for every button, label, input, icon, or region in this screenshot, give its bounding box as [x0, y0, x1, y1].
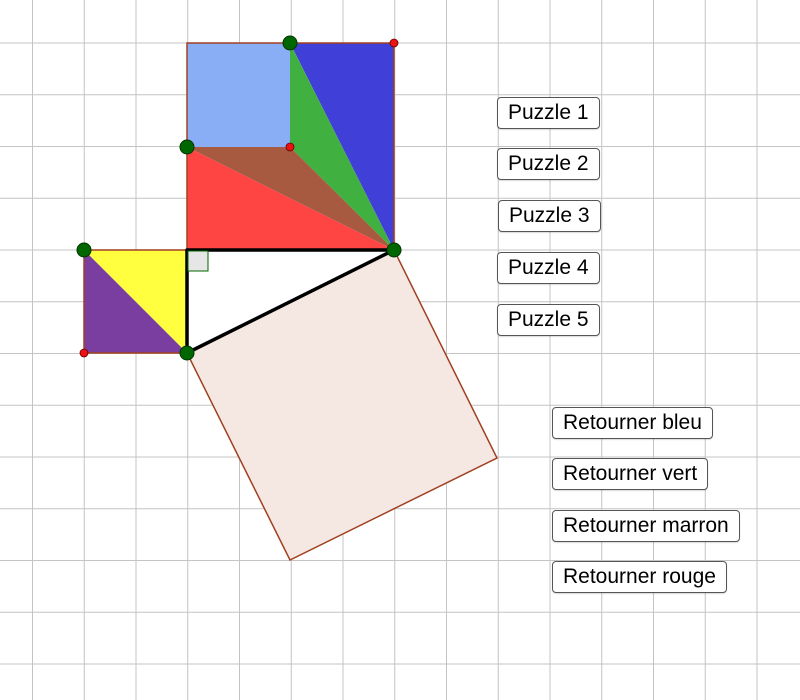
point-green-left[interactable] [76, 242, 92, 258]
red-triangle-piece[interactable] [187, 147, 394, 250]
green-triangle-piece[interactable] [290, 43, 394, 250]
retourner-vert-button[interactable]: Retourner vert [552, 458, 709, 490]
retourner-bleu-button[interactable]: Retourner bleu [552, 407, 713, 439]
puzzle-1-button[interactable]: Puzzle 1 [497, 97, 600, 129]
right-angle-mark [187, 250, 209, 272]
point-green-top[interactable] [282, 35, 298, 51]
points-layer [76, 35, 402, 361]
point-red-top-right [389, 38, 399, 48]
point-green-bottom-vertex[interactable] [179, 345, 195, 361]
retourner-marron-button[interactable]: Retourner marron [552, 510, 740, 542]
point-green-right-vertex[interactable] [386, 242, 402, 258]
purple-triangle-piece[interactable] [84, 250, 187, 353]
puzzle-5-button[interactable]: Puzzle 5 [497, 304, 600, 336]
point-red-bottom-left [79, 348, 89, 358]
retourner-rouge-button[interactable]: Retourner rouge [552, 561, 727, 593]
point-green-mid-left[interactable] [179, 139, 195, 155]
right-triangle [185, 248, 396, 355]
puzzle-2-button[interactable]: Puzzle 2 [497, 148, 600, 180]
puzzle-4-button[interactable]: Puzzle 4 [497, 252, 600, 284]
light-blue-square-piece[interactable] [187, 43, 290, 147]
point-red-center [285, 142, 295, 152]
puzzle-3-button[interactable]: Puzzle 3 [498, 200, 601, 232]
